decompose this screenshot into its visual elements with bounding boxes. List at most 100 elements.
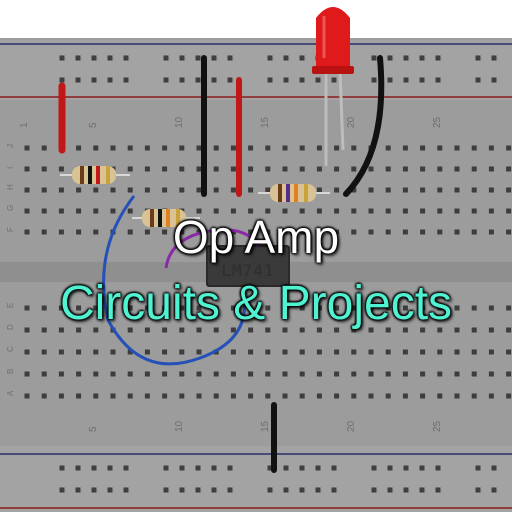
hole [506,208,512,214]
hole [316,371,322,377]
hole [91,465,97,471]
hole [334,145,340,151]
hole [316,327,322,333]
hole [195,55,201,61]
row-letter: E [6,303,15,308]
hole [110,187,116,193]
hole [24,349,30,355]
hole [385,349,391,355]
hole [351,187,357,193]
column-number-bottom: 10 [174,420,185,432]
hole [179,77,185,83]
hole [162,187,168,193]
hole [144,187,150,193]
hole [127,208,133,214]
hole [437,393,443,399]
hole [471,393,477,399]
hole [41,305,47,311]
hole [179,487,185,493]
row-letter: D [6,324,15,330]
hole [387,465,393,471]
hole [351,349,357,355]
hole [316,305,322,311]
row-letter: A [6,390,15,396]
hole [299,327,305,333]
hole [127,166,133,172]
hole [402,327,408,333]
hole [334,187,340,193]
hole [471,166,477,172]
hole [144,229,150,235]
hole [368,187,374,193]
hole [454,349,460,355]
column-number-bottom: 5 [88,426,99,432]
hole [76,327,82,333]
hole [248,229,254,235]
hole [437,305,443,311]
hole [75,465,81,471]
hole [76,393,82,399]
hole [59,487,65,493]
hole [24,187,30,193]
hole [506,187,512,193]
hole [299,465,305,471]
hole [76,145,82,151]
hole [299,145,305,151]
hole [315,465,321,471]
hole [385,187,391,193]
hole [506,229,512,235]
hole [506,305,512,311]
hole [144,166,150,172]
hole [334,349,340,355]
hole [316,393,322,399]
hole [265,305,271,311]
hole [24,371,30,377]
hole [93,327,99,333]
hole [127,145,133,151]
hole [488,327,494,333]
hole [402,208,408,214]
hole [24,166,30,172]
row-letter: I [6,167,15,169]
hole [265,349,271,355]
hole [41,349,47,355]
hole [179,166,185,172]
row-letter: B [6,369,15,374]
hole [471,145,477,151]
hole [91,55,97,61]
hole [299,393,305,399]
hole [144,305,150,311]
hole [282,371,288,377]
hole [76,371,82,377]
hole [471,349,477,355]
blue-wire [102,195,247,366]
row-letter: F [6,227,15,232]
hole [299,349,305,355]
hole [248,327,254,333]
hole [123,487,129,493]
hole [59,77,65,83]
hole [213,145,219,151]
hole [196,145,202,151]
hole [331,77,337,83]
black-wire-2 [343,55,385,197]
hole [213,305,219,311]
hole [162,145,168,151]
hole [454,371,460,377]
hole [76,349,82,355]
hole [331,465,337,471]
hole [265,208,271,214]
hole [163,465,169,471]
hole [283,465,289,471]
hole [75,55,81,61]
hole [368,305,374,311]
hole [351,145,357,151]
hole [402,229,408,235]
column-number-top: 15 [260,116,271,128]
resistor-2 [132,209,200,227]
row-letter: C [6,346,15,352]
hole [371,55,377,61]
hole [24,145,30,151]
